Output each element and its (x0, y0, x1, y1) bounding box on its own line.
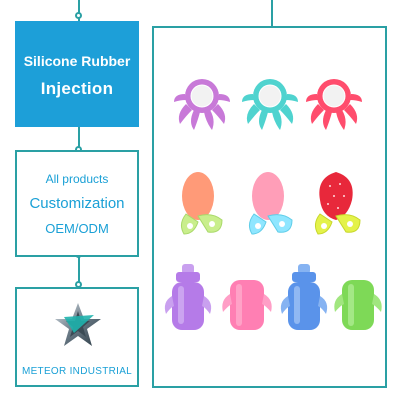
services-line-3: OEM/ODM (45, 221, 109, 236)
sippy-cup-green (334, 280, 382, 330)
octopus-teether-teal (242, 79, 298, 130)
radish-teether (248, 172, 293, 235)
connector-line-low-left (78, 257, 80, 287)
product-image-panel (152, 26, 387, 388)
strawberry-teether (314, 172, 361, 235)
carrot-teether (180, 172, 223, 235)
connector-dot (75, 12, 82, 19)
sippy-cup-blue (280, 264, 328, 330)
title-panel: Silicone Rubber Injection (15, 21, 139, 127)
brand-name: METEOR INDUSTRIAL (21, 366, 133, 377)
services-line-2: Customization (29, 195, 125, 212)
octopus-teether-purple (174, 79, 230, 130)
services-line-1: All products (45, 172, 109, 186)
sippy-cup-pink (222, 280, 272, 330)
meteor-star-logo (55, 303, 101, 346)
brand-panel: METEOR INDUSTRIAL (15, 287, 139, 387)
connector-line-mid-left (78, 127, 80, 150)
connector-line-top-right (271, 0, 273, 26)
sippy-cup-purple (164, 264, 212, 330)
octopus-teether-red (306, 79, 362, 130)
title-line-1: Silicone Rubber (23, 53, 131, 69)
connector-line-top-left (78, 0, 80, 21)
title-line-2: Injection (40, 79, 114, 98)
services-panel: All products Customization OEM/ODM (15, 150, 139, 257)
